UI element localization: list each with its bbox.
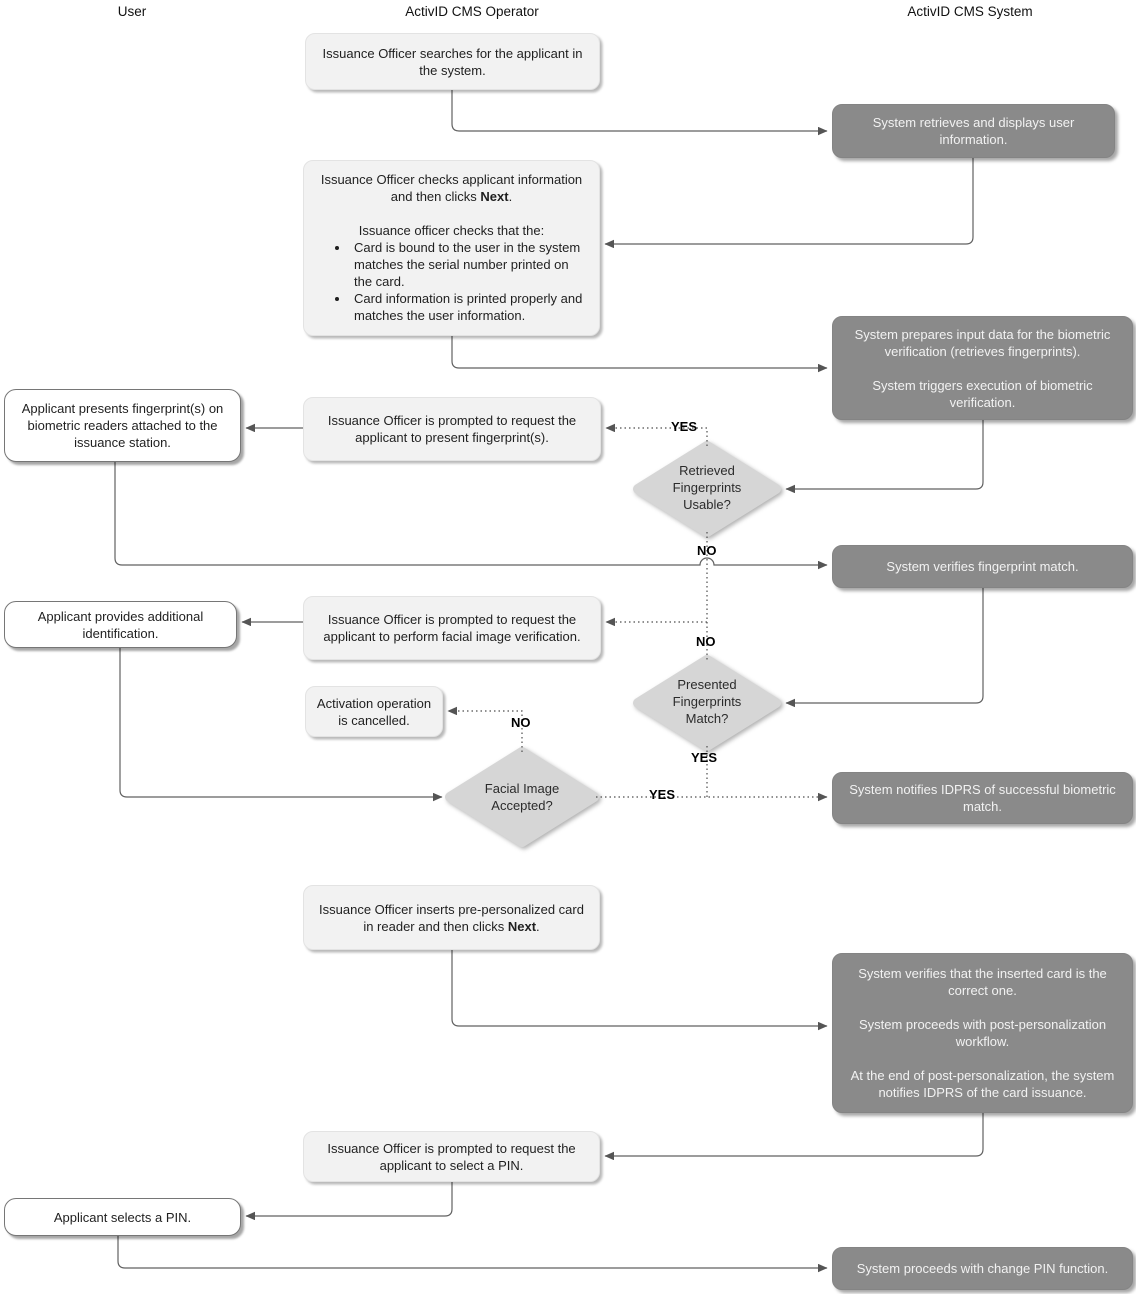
node-system-retrieves: System retrieves and displays user infor… — [832, 104, 1115, 158]
edge-search-to-retrieve — [451, 90, 828, 136]
text-segment: Issuance Officer checks applicant inform… — [320, 172, 583, 204]
node-text: System prepares input data for the biome… — [854, 326, 1111, 359]
branch-label-usable-no: NO — [697, 543, 717, 558]
text-segment: Issuance Officer inserts pre-personalize… — [319, 901, 584, 934]
node-text: System proceeds with post-personalizatio… — [858, 1017, 1107, 1049]
text-segment: . — [536, 918, 540, 934]
node-prompt-facial: Issuance Officer is prompted to request … — [303, 596, 601, 660]
branch-label-match-yes: YES — [691, 750, 718, 765]
node-text: Issuance Officer is prompted to request … — [327, 413, 577, 445]
node-text: Applicant presents fingerprint(s) on bio… — [21, 401, 224, 450]
edge-userid-to-face — [119, 648, 443, 802]
decision-match-shape — [633, 655, 781, 751]
node-system-verifies-fingerprint: System verifies fingerprint match. — [832, 545, 1133, 588]
decision-usable-label: Retrieved Fingerprints Usable? — [672, 463, 742, 512]
edge-face-no-to-cancel — [447, 706, 523, 752]
edge-userfp-to-verifyfp — [114, 462, 828, 570]
node-prompt-pin: Issuance Officer is prompted to request … — [303, 1131, 600, 1182]
branch-label-match-no: NO — [696, 634, 716, 649]
edge-userpin-to-changepin — [117, 1236, 828, 1273]
text-segment-bold: Next — [480, 189, 509, 204]
node-text: Issuance Officer checks applicant inform… — [314, 171, 589, 205]
lane-header-system: ActivID CMS System — [907, 4, 1033, 19]
edge-verifyfp-to-match — [785, 588, 984, 708]
node-system-notifies-idprs: System notifies IDPRS of successful biom… — [832, 772, 1133, 824]
edge-prepare-to-usable — [785, 420, 984, 494]
check-bullet-list: Card is bound to the user in the system … — [314, 239, 589, 324]
node-text: Applicant provides additional identifica… — [37, 608, 204, 641]
node-applicant-fingerprints: Applicant presents fingerprint(s) on bio… — [4, 389, 241, 462]
node-insert-card: Issuance Officer inserts pre-personalize… — [303, 885, 600, 950]
node-system-change-pin: System proceeds with change PIN function… — [832, 1247, 1133, 1290]
branch-label-face-yes: YES — [649, 787, 676, 802]
node-text: At the end of post-personalization, the … — [850, 1068, 1115, 1100]
node-system-verifies-card: System verifies that the inserted card i… — [832, 953, 1133, 1113]
decision-usable-shape — [633, 441, 781, 537]
node-prompt-fingerprint: Issuance Officer is prompted to request … — [303, 397, 601, 461]
node-applicant-identification: Applicant provides additional identifica… — [4, 601, 237, 648]
decision-match-label: Presented Fingerprints Match? — [672, 677, 742, 726]
node-text: System verifies that the inserted card i… — [858, 966, 1107, 998]
node-text: Issuance Officer is prompted to request … — [323, 612, 581, 644]
edge-insert-to-verifycard — [451, 950, 828, 1031]
node-system-prepares: System prepares input data for the biome… — [832, 316, 1133, 420]
node-text: System triggers execution of biometric v… — [872, 377, 1093, 410]
edge-retrieve-to-check — [604, 158, 974, 249]
node-applicant-selects-pin: Applicant selects a PIN. — [4, 1198, 241, 1236]
node-officer-checks: Issuance Officer checks applicant inform… — [303, 160, 600, 336]
branch-label-usable-yes: YES — [671, 419, 698, 434]
lane-header-operator: ActivID CMS Operator — [405, 4, 539, 19]
edge-promptpin-to-userpin — [245, 1182, 453, 1221]
node-text: Issuance officer checks that the: — [358, 223, 545, 238]
node-text: Activation operation is cancelled. — [316, 695, 432, 728]
node-text: Issuance Officer inserts pre-personalize… — [314, 901, 589, 935]
decision-face-shape — [445, 747, 599, 847]
lane-header-user: User — [117, 4, 147, 19]
edge-check-to-prepare — [451, 336, 828, 373]
node-text: System verifies fingerprint match. — [886, 559, 1079, 574]
node-text: Applicant selects a PIN. — [53, 1209, 192, 1225]
node-text: System notifies IDPRS of successful biom… — [849, 782, 1116, 814]
bullet-item: Card information is printed properly and… — [350, 290, 583, 324]
branch-label-face-no: NO — [511, 715, 531, 730]
node-text: Issuance Officer is prompted to request … — [327, 1140, 576, 1173]
text-segment: . — [508, 189, 513, 204]
edge-verifycard-to-promptpin — [604, 1113, 984, 1161]
node-text: System retrieves and displays user infor… — [872, 115, 1075, 147]
node-officer-searches: Issuance Officer searches for the applic… — [305, 33, 600, 90]
bullet-item: Card is bound to the user in the system … — [350, 239, 583, 290]
edge-usable-yes — [605, 423, 708, 446]
node-text: Issuance Officer searches for the applic… — [322, 45, 583, 78]
decision-face-label: Facial Image Accepted? — [484, 781, 560, 813]
node-text: System proceeds with change PIN function… — [856, 1261, 1109, 1276]
text-segment-bold: Next — [507, 918, 537, 934]
node-activation-cancelled: Activation operation is cancelled. — [305, 686, 443, 737]
